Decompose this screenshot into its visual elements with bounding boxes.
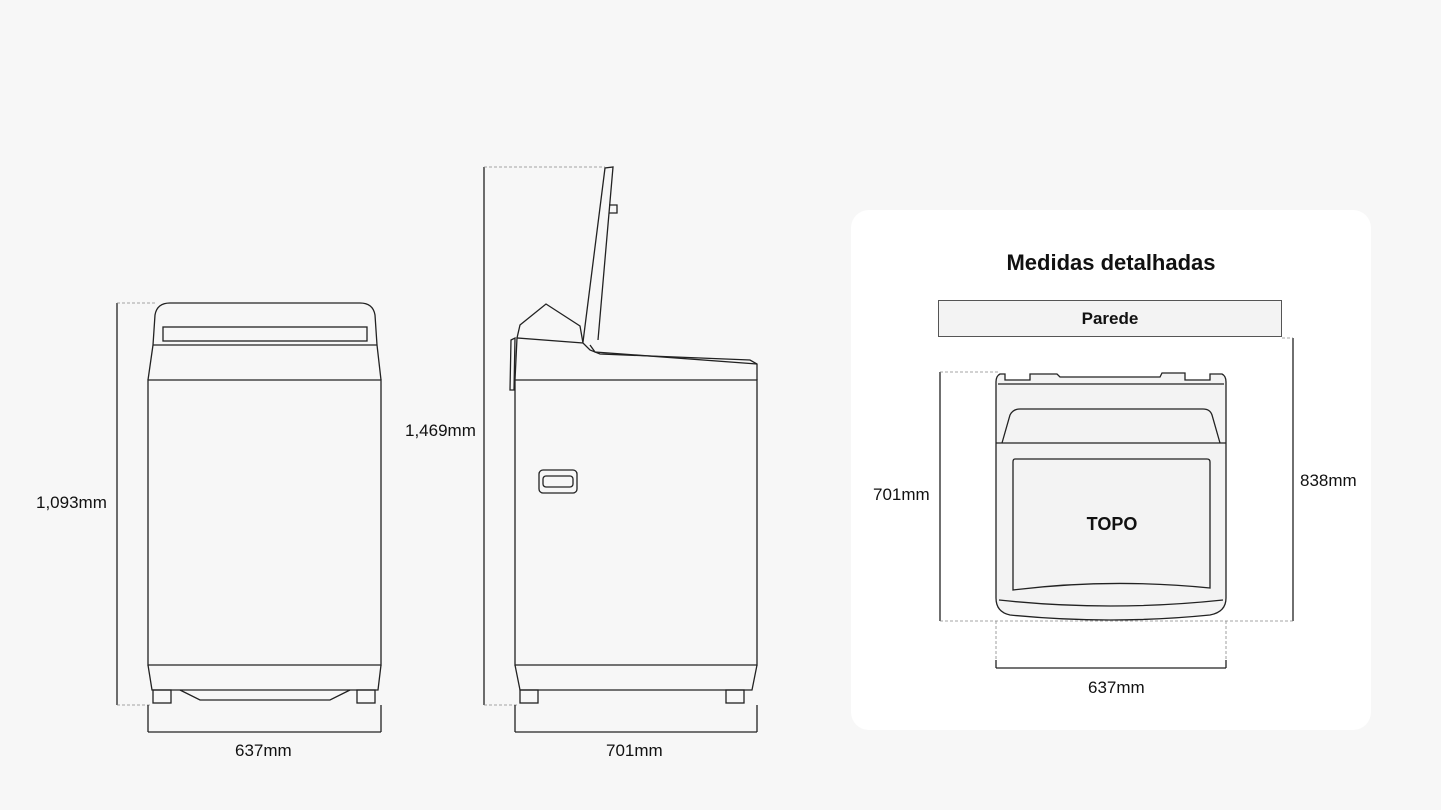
top-dimension-lines (939, 337, 1294, 669)
side-height-label: 1,469mm (405, 421, 476, 440)
front-height-label: 1,093mm (36, 493, 107, 512)
top-label: TOPO (1086, 514, 1138, 534)
side-depth-label: 701mm (606, 741, 663, 760)
front-view-drawing (147, 302, 382, 704)
front-dimension-lines (116, 302, 382, 733)
top-view-drawing (995, 372, 1227, 621)
wall-label: Parede (938, 300, 1282, 337)
depth-with-clearance-label: 838mm (1300, 471, 1357, 490)
side-view-drawing (509, 166, 758, 704)
top-depth-label: 701mm (873, 485, 930, 504)
top-width-label: 637mm (1088, 678, 1145, 697)
front-width-label: 637mm (235, 741, 292, 760)
side-dimension-lines (483, 166, 758, 733)
detail-panel-title: Medidas detalhadas (1006, 250, 1216, 275)
